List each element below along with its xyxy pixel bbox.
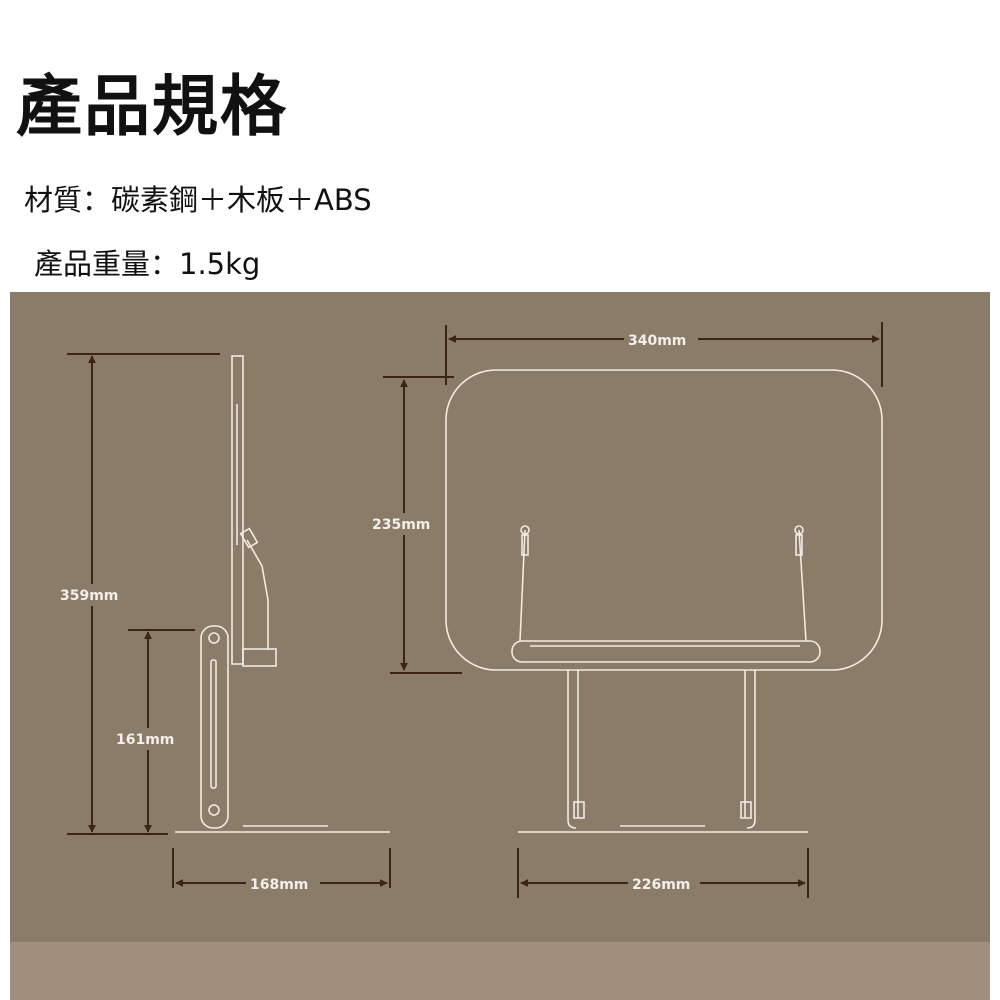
- dim-base-width: 226mm: [632, 877, 690, 893]
- dim-total-height: 359mm: [60, 588, 118, 604]
- material-spec: 材質：碳素鋼＋木板＋ABS: [24, 183, 372, 217]
- page-title: 產品規格: [16, 68, 288, 145]
- dimension-lines: [67, 322, 883, 898]
- dim-depth: 168mm: [250, 877, 308, 893]
- dim-panel-height: 235mm: [372, 517, 430, 533]
- panel-bottom-strip: [10, 942, 990, 1000]
- weight-spec: 產品重量：1.5kg: [34, 247, 261, 281]
- front-view-drawing: [445, 369, 883, 833]
- dim-width: 340mm: [628, 333, 686, 349]
- side-view-drawing: [175, 355, 390, 833]
- dim-stand-height: 161mm: [116, 732, 174, 748]
